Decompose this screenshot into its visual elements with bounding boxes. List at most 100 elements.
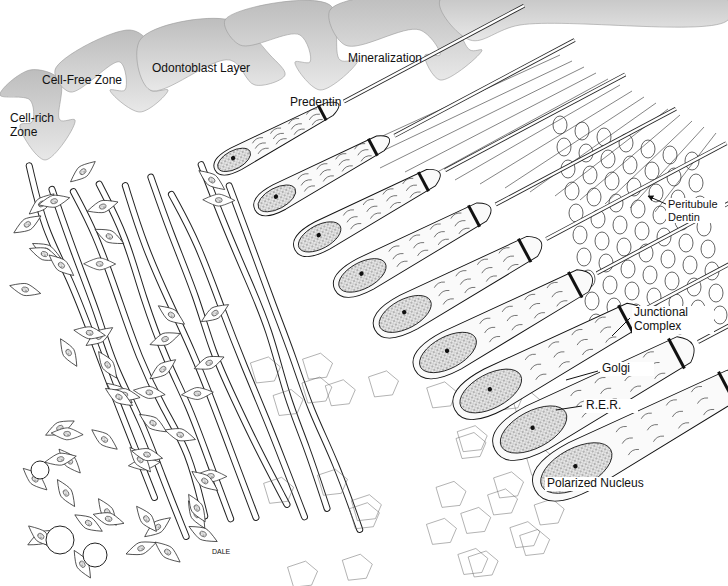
matrix-mesh (342, 554, 372, 580)
dentin-tubule (683, 256, 697, 274)
dentin-tubule (613, 216, 627, 234)
fibroblast (92, 509, 126, 530)
fibroblast (92, 224, 126, 249)
fibroblast (130, 445, 164, 464)
part-label: Mineralization (348, 52, 448, 66)
matrix-mesh (302, 377, 332, 403)
fibroblast (203, 194, 235, 207)
dentin-tubule (565, 182, 579, 200)
part-label: Junctional Complex (632, 306, 714, 334)
matrix-mesh (349, 503, 379, 529)
matrix-mesh (317, 469, 347, 495)
matrix-mesh (426, 518, 456, 544)
fibroblast (45, 250, 77, 280)
capillary (52, 189, 186, 536)
dentin-tubule (701, 240, 715, 258)
dentin-tubule (645, 162, 659, 180)
fibroblast (44, 450, 78, 468)
matrix-mesh (325, 380, 355, 406)
matrix-mesh (534, 499, 564, 525)
artist-signature: DALE (212, 548, 252, 556)
part-label: Polarized Nucleus (545, 477, 679, 491)
predentin-fiber (380, 67, 584, 168)
part-label: Predentin (290, 96, 370, 110)
predentin-fiber (505, 97, 644, 188)
part-label: Cell-Free Zone (42, 74, 152, 88)
matrix-mesh (458, 548, 488, 574)
dentin-tubule (631, 200, 645, 218)
dentin-tubule (665, 272, 679, 290)
capillary-lumen (73, 192, 204, 516)
dentin-tubule (587, 188, 601, 206)
fibroblast (186, 521, 220, 547)
capillary-lumen (52, 189, 186, 536)
dentin-tubule (625, 282, 639, 300)
fibroblast (155, 301, 188, 329)
matrix-mesh (273, 389, 303, 415)
dentin-tubule (653, 206, 667, 224)
dentin-tubule (595, 232, 609, 250)
dentin-tubule (635, 222, 649, 240)
fibroblast (192, 351, 226, 374)
matrix-mesh (303, 353, 333, 379)
part-label: Odontoblast Layer (152, 62, 282, 76)
capillary-lumen (171, 194, 304, 516)
matrix-mesh (436, 481, 466, 507)
dentin-tubule (603, 276, 617, 294)
fibroblast (102, 383, 135, 410)
round-cell (83, 543, 107, 567)
matrix-mesh (351, 495, 381, 521)
dentin-tubule (643, 266, 657, 284)
predentin-fiber (430, 79, 608, 176)
dentin-tubule (557, 138, 571, 156)
fibroblast (67, 157, 99, 187)
predentin-fiber (405, 73, 596, 172)
dentin-tubule (623, 156, 637, 174)
predentin-fiber (605, 121, 692, 204)
part-label: Golgi (600, 362, 654, 376)
odontoblast (523, 258, 728, 513)
fibroblast (132, 503, 161, 536)
fibroblast (148, 328, 182, 350)
predentin-fiber (630, 127, 704, 208)
fibroblast (146, 355, 179, 384)
dentin-tubule (661, 250, 675, 268)
fibroblast (183, 491, 210, 525)
dentin-tubule (605, 172, 619, 190)
matrix-mesh (264, 477, 294, 503)
matrix-mesh (456, 433, 486, 459)
dentin-tubule (585, 292, 599, 310)
matrix-mesh (288, 561, 318, 586)
dentin-tubule (573, 226, 587, 244)
dentin-tubule (577, 248, 591, 266)
dentin-tubule (709, 284, 723, 302)
fibroblast (84, 258, 116, 270)
dentin-tubule (553, 116, 567, 134)
matrix-mesh (250, 357, 280, 383)
fibroblast (94, 348, 122, 381)
zone-arrow (439, 0, 728, 41)
matrix-mesh (461, 507, 491, 533)
leader-line (556, 406, 582, 410)
part-label: Peritubule Dentin (666, 198, 725, 223)
matrix-mesh (510, 522, 540, 548)
matrix-mesh (468, 551, 498, 577)
matrix-mesh (427, 382, 457, 408)
fibroblast (8, 280, 42, 299)
fibroblast (188, 467, 221, 496)
dentin-tubule (617, 238, 631, 256)
fibroblast (141, 513, 174, 542)
fibroblast (88, 425, 121, 454)
fibroblast (55, 336, 82, 370)
matrix-mesh (457, 426, 487, 452)
fibroblast (163, 424, 197, 445)
fibroblast (181, 386, 214, 401)
predentin-fiber (580, 115, 680, 200)
fibroblast (136, 409, 169, 436)
part-label: R.E.R. (584, 399, 638, 413)
dentin-tubule (689, 174, 703, 192)
leader-line (612, 318, 630, 336)
dentin-tubule (713, 306, 727, 324)
